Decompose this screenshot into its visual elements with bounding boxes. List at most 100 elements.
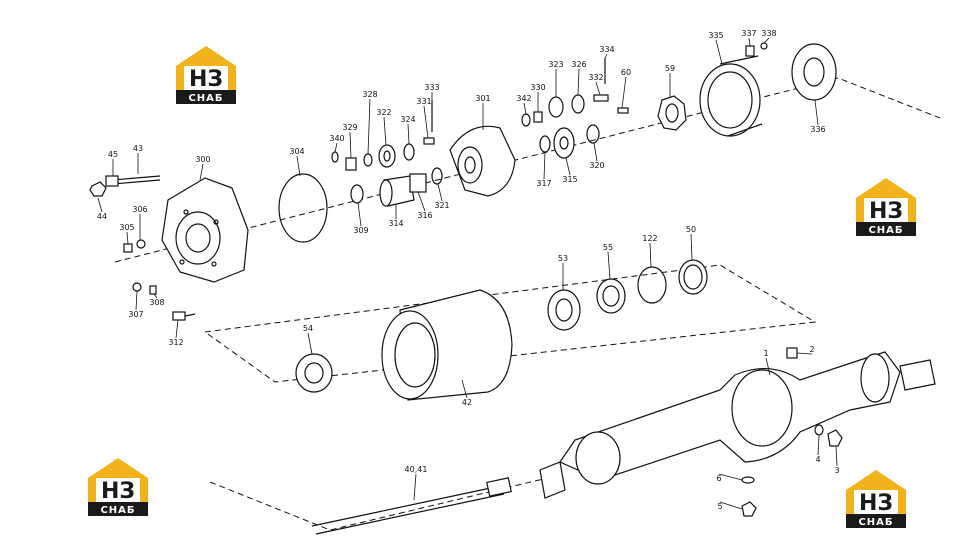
part-label-59: 59 bbox=[665, 64, 675, 73]
leader-line-322 bbox=[383, 116, 387, 146]
part-label-44: 44 bbox=[97, 212, 107, 221]
part-label-312: 312 bbox=[168, 338, 183, 347]
leader-line-312 bbox=[175, 319, 179, 339]
bolt-305 bbox=[123, 243, 133, 253]
leader-line-44 bbox=[97, 197, 103, 213]
leader-line-1 bbox=[765, 357, 771, 376]
plug-2 bbox=[786, 347, 798, 359]
housing-cover-300 bbox=[161, 177, 249, 283]
part-label-42: 42 bbox=[462, 398, 472, 407]
bearing-54 bbox=[295, 353, 333, 393]
part-label-315: 315 bbox=[562, 175, 577, 184]
leader-line-60 bbox=[621, 76, 627, 109]
leader-line-6 bbox=[718, 473, 743, 481]
circlip-122 bbox=[637, 266, 667, 304]
part-label-314: 314 bbox=[388, 219, 403, 228]
part-label-308: 308 bbox=[149, 298, 164, 307]
part-label-336: 336 bbox=[810, 125, 825, 134]
part-label-2: 2 bbox=[809, 345, 814, 354]
washer-328 bbox=[363, 153, 373, 167]
leader-line-336 bbox=[814, 99, 819, 126]
leader-line-334 bbox=[604, 53, 608, 59]
part-label-301: 301 bbox=[475, 94, 490, 103]
part-label-60: 60 bbox=[621, 68, 631, 77]
leader-line-305 bbox=[126, 231, 129, 245]
leader-line-337 bbox=[748, 37, 751, 47]
part-label-332: 332 bbox=[588, 73, 603, 82]
leader-line-307 bbox=[135, 290, 138, 311]
part-label-122: 122 bbox=[642, 234, 657, 243]
gear-323 bbox=[548, 96, 564, 118]
leader-line-331 bbox=[423, 105, 429, 139]
pin-331 bbox=[423, 137, 435, 145]
leader-line-54 bbox=[307, 332, 313, 355]
leader-line-55 bbox=[607, 251, 611, 280]
part-label-331: 331 bbox=[416, 97, 431, 106]
logo-text: СНАБ bbox=[868, 225, 903, 236]
leader-line-328 bbox=[367, 98, 371, 155]
part-label-326: 326 bbox=[571, 60, 586, 69]
washer-4 bbox=[814, 424, 824, 436]
brand-logo-bottom-right: НЗ СНАБ bbox=[846, 470, 906, 528]
part-label-337: 337 bbox=[741, 29, 756, 38]
part-label-329: 329 bbox=[342, 123, 357, 132]
part-label-338: 338 bbox=[761, 29, 776, 38]
part-label-53: 53 bbox=[558, 254, 568, 263]
leader-line-340 bbox=[334, 142, 338, 153]
part-label-328: 328 bbox=[362, 90, 377, 99]
leader-line-42 bbox=[461, 379, 468, 399]
logo-mark: НЗ bbox=[189, 67, 223, 92]
part-label-321: 321 bbox=[434, 201, 449, 210]
leader-line-5 bbox=[719, 501, 743, 510]
logo-mark: НЗ bbox=[101, 479, 135, 504]
part-labels: 4543443003063053073083123043403293283223… bbox=[97, 29, 840, 511]
bolt-43 bbox=[105, 175, 161, 187]
brand-logo-right: НЗ СНАБ bbox=[856, 178, 916, 236]
part-label-309: 309 bbox=[353, 226, 368, 235]
leader-line-321 bbox=[437, 183, 443, 202]
leader-line-335 bbox=[715, 39, 723, 65]
part-label-1: 1 bbox=[763, 349, 768, 358]
part-label-324: 324 bbox=[400, 115, 415, 124]
nut-3 bbox=[827, 429, 843, 447]
sun-gear-314 bbox=[379, 175, 415, 207]
part-label-342: 342 bbox=[516, 94, 531, 103]
circlip-321 bbox=[431, 167, 443, 185]
leader-line-40_41 bbox=[413, 473, 417, 501]
logo-text: СНАБ bbox=[188, 93, 223, 104]
leader-line-4 bbox=[817, 435, 820, 456]
washer-308 bbox=[149, 285, 157, 295]
leader-line-324 bbox=[407, 123, 410, 145]
seal-55 bbox=[596, 278, 626, 314]
needle-330 bbox=[533, 111, 543, 123]
part-label-55: 55 bbox=[603, 243, 613, 252]
needle-bearing-329 bbox=[345, 157, 357, 171]
part-label-5: 5 bbox=[717, 502, 722, 511]
planet-gear-315 bbox=[553, 127, 575, 159]
washer-338 bbox=[760, 42, 768, 50]
part-label-334: 334 bbox=[599, 45, 614, 54]
leader-line-320 bbox=[593, 142, 598, 162]
nut-44 bbox=[89, 181, 107, 197]
washer-342 bbox=[521, 113, 531, 127]
part-label-307: 307 bbox=[128, 310, 143, 319]
plug-5 bbox=[741, 501, 757, 517]
leader-line-316 bbox=[417, 191, 426, 212]
leader-line-3 bbox=[835, 446, 838, 467]
part-label-54: 54 bbox=[303, 324, 313, 333]
ring-carrier-336 bbox=[791, 43, 837, 101]
part-label-306: 306 bbox=[132, 205, 147, 214]
leader-line-122 bbox=[649, 242, 652, 268]
part-label-323: 323 bbox=[548, 60, 563, 69]
o-ring-304 bbox=[278, 173, 328, 243]
leader-line-309 bbox=[357, 202, 362, 227]
part-label-43: 43 bbox=[133, 144, 143, 153]
leader-line-2 bbox=[796, 352, 813, 355]
axle-shaft-40-41 bbox=[311, 477, 512, 535]
leader-line-300 bbox=[199, 163, 204, 181]
brand-logo-top-left: НЗ СНАБ bbox=[176, 46, 236, 104]
part-label-317: 317 bbox=[536, 179, 551, 188]
logo-text: СНАБ bbox=[858, 517, 893, 528]
bolt-337 bbox=[745, 45, 755, 57]
leader-line-332 bbox=[595, 81, 601, 96]
